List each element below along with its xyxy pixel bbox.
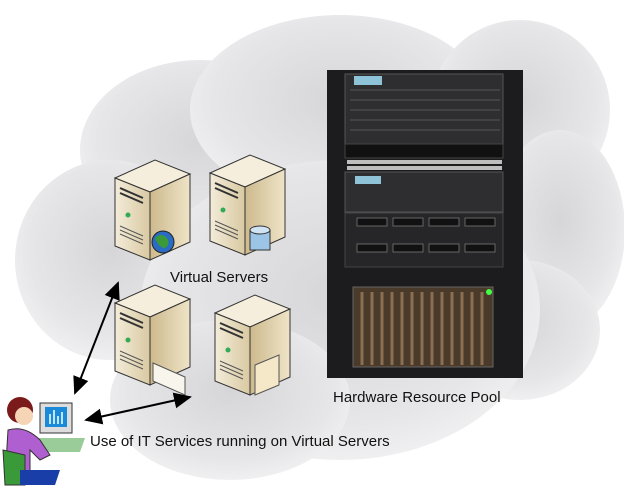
- arrow-user-to-web-server: [73, 281, 120, 395]
- user-at-computer-icon: [2, 397, 85, 486]
- server-database: [209, 154, 286, 256]
- virtual-servers-label: Virtual Servers: [170, 269, 269, 286]
- arrows: [73, 281, 192, 425]
- server-file: [214, 294, 291, 396]
- database-icon: [249, 225, 271, 251]
- hardware-pool-label: Hardware Resource Pool: [333, 389, 501, 406]
- cloud-background: [15, 15, 624, 480]
- folder-icon: [254, 354, 280, 396]
- usage-label: Use of IT Services running on Virtual Se…: [90, 433, 390, 450]
- arrow-user-to-mail-server: [84, 392, 192, 425]
- hardware-rack-photo: [327, 70, 523, 378]
- server-web: [114, 159, 191, 261]
